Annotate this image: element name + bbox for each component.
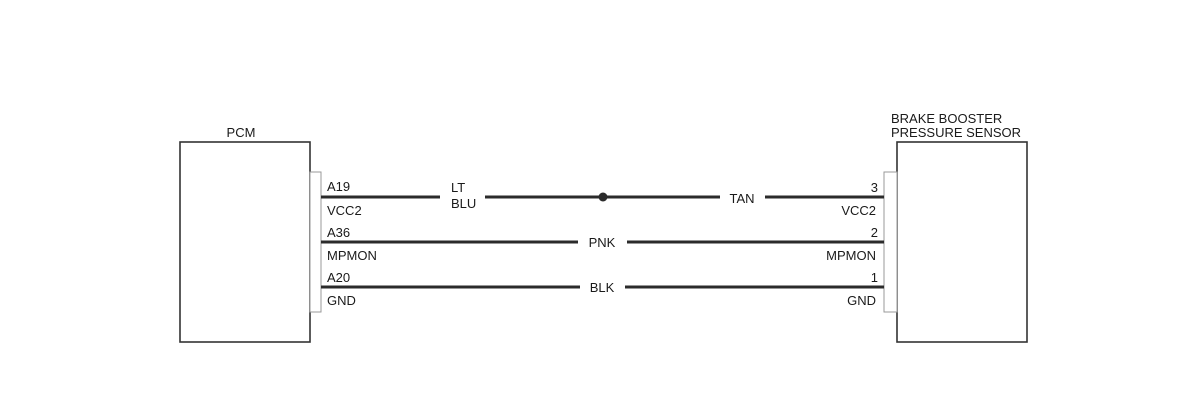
circuit-mpmon: A36 MPMON PNK 2 MPMON — [321, 225, 884, 263]
pcm-pin-a19: A19 — [327, 179, 350, 194]
wire-color-blu: BLU — [451, 196, 476, 211]
wire-color-tan: TAN — [729, 191, 754, 206]
sensor-label-line1: BRAKE BOOSTER — [891, 111, 1002, 126]
wire-color-blk: BLK — [590, 280, 615, 295]
pcm-component: PCM — [179, 125, 322, 343]
wire-color-pnk: PNK — [589, 235, 616, 250]
pcm-signal-vcc2: VCC2 — [327, 203, 362, 218]
pcm-signal-mpmon: MPMON — [327, 248, 377, 263]
pcm-label: PCM — [227, 125, 256, 140]
wire-color-lt: LT — [451, 180, 465, 195]
sensor-pin-2: 2 — [871, 225, 878, 240]
sensor-signal-gnd: GND — [847, 293, 876, 308]
pcm-connector — [309, 171, 322, 313]
sensor-signal-vcc2: VCC2 — [841, 203, 876, 218]
splice-dot — [598, 192, 608, 202]
pcm-pin-a20: A20 — [327, 270, 350, 285]
sensor-label-line2: PRESSURE SENSOR — [891, 125, 1021, 140]
sensor-signal-mpmon: MPMON — [826, 248, 876, 263]
sensor-component: BRAKE BOOSTER PRESSURE SENSOR — [883, 111, 1028, 343]
sensor-pin-3: 3 — [871, 180, 878, 195]
circuit-vcc2: A19 VCC2 LT BLU TAN 3 VCC2 — [321, 179, 884, 218]
sensor-pin-1: 1 — [871, 270, 878, 285]
pcm-pin-a36: A36 — [327, 225, 350, 240]
pcm-box — [179, 141, 311, 343]
pcm-signal-gnd: GND — [327, 293, 356, 308]
sensor-box — [896, 141, 1028, 343]
sensor-connector — [883, 171, 898, 313]
circuit-gnd: A20 GND BLK 1 GND — [321, 270, 884, 308]
